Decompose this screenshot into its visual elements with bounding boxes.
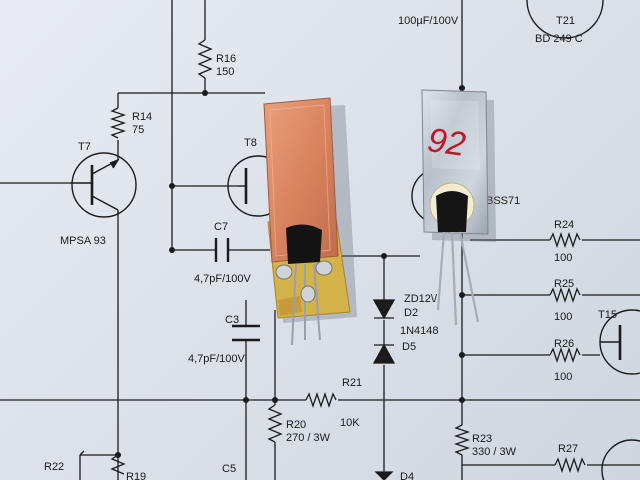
label-d4: D4 [400,471,414,480]
pcb-transistor [275,224,333,346]
label-t7: T7 [78,141,91,153]
heatsink-transistor [429,182,480,326]
label-cap-top: 100µF/100V [398,15,459,27]
label-r24-value: 100 [554,252,572,264]
diode-d5 [372,343,396,364]
copper-board [263,97,339,263]
label-r26-value: 100 [554,371,572,383]
label-zd12: ZD12\/ [404,293,438,305]
capacitor-symbols [214,238,260,342]
junction-dots [115,85,465,458]
label-c7-value: 4,7pF/100V [194,273,252,285]
resistor-r16 [197,39,213,79]
label-d2-value: 1N4148 [400,325,439,337]
label-r23-value: 330 / 3W [472,446,517,458]
diode-d4 [374,471,394,480]
transistor-t21 [526,0,604,39]
label-r25-value: 100 [554,311,572,323]
label-r20: R20 [286,419,306,431]
label-r19: R19 [126,471,146,480]
label-bss71: BSS71 [486,195,520,207]
label-r24: R24 [554,219,574,231]
resistor-r24 [549,231,581,249]
label-d5: D5 [402,341,416,353]
resistor-r22 [79,450,85,456]
label-c3: C3 [225,314,239,326]
resistor-r20 [267,404,283,443]
label-r20-value: 270 / 3W [286,432,331,444]
label-r16-value: 150 [216,66,234,78]
resistor-r26 [549,346,581,364]
diode-symbols [372,299,396,480]
label-r14: R14 [132,111,152,123]
resistor-r21 [305,391,337,409]
label-r22: R22 [44,461,64,473]
label-r21-value: 10K [340,417,360,429]
label-c5: C5 [222,463,236,475]
resistor-symbols [79,39,586,475]
transistor-t15 [599,309,640,480]
label-t15: T15 [598,309,617,321]
label-c7: C7 [214,221,228,233]
label-r27: R27 [558,443,578,455]
schematic-labels: 100µF/100V T21 BD 249 C R16 150 R14 75 T… [44,15,617,480]
label-d2: D2 [404,307,418,319]
transistor-t7 [70,152,137,218]
label-r16: R16 [216,53,236,65]
resistor-r14 [109,107,127,139]
capacitor-c7 [214,238,230,262]
label-t8: T8 [244,137,257,149]
label-r26: R26 [554,338,574,350]
label-r25: R25 [554,278,574,290]
heatsink-marking: 92 [425,121,468,164]
diode-d2 [372,299,396,320]
resistor-r19 [110,454,126,475]
resistor-r27 [554,456,586,474]
label-mpsa93: MPSA 93 [60,235,106,247]
label-r23: R23 [472,433,492,445]
label-bd249c: BD 249 C [535,33,583,45]
label-c3-value: 4,7pF/100V [188,353,246,365]
resistor-r25 [549,286,581,304]
label-t21: T21 [556,15,575,27]
capacitor-c3 [232,324,260,342]
resistor-r23 [453,424,471,456]
label-r21: R21 [342,377,362,389]
label-r14-value: 75 [132,124,144,136]
